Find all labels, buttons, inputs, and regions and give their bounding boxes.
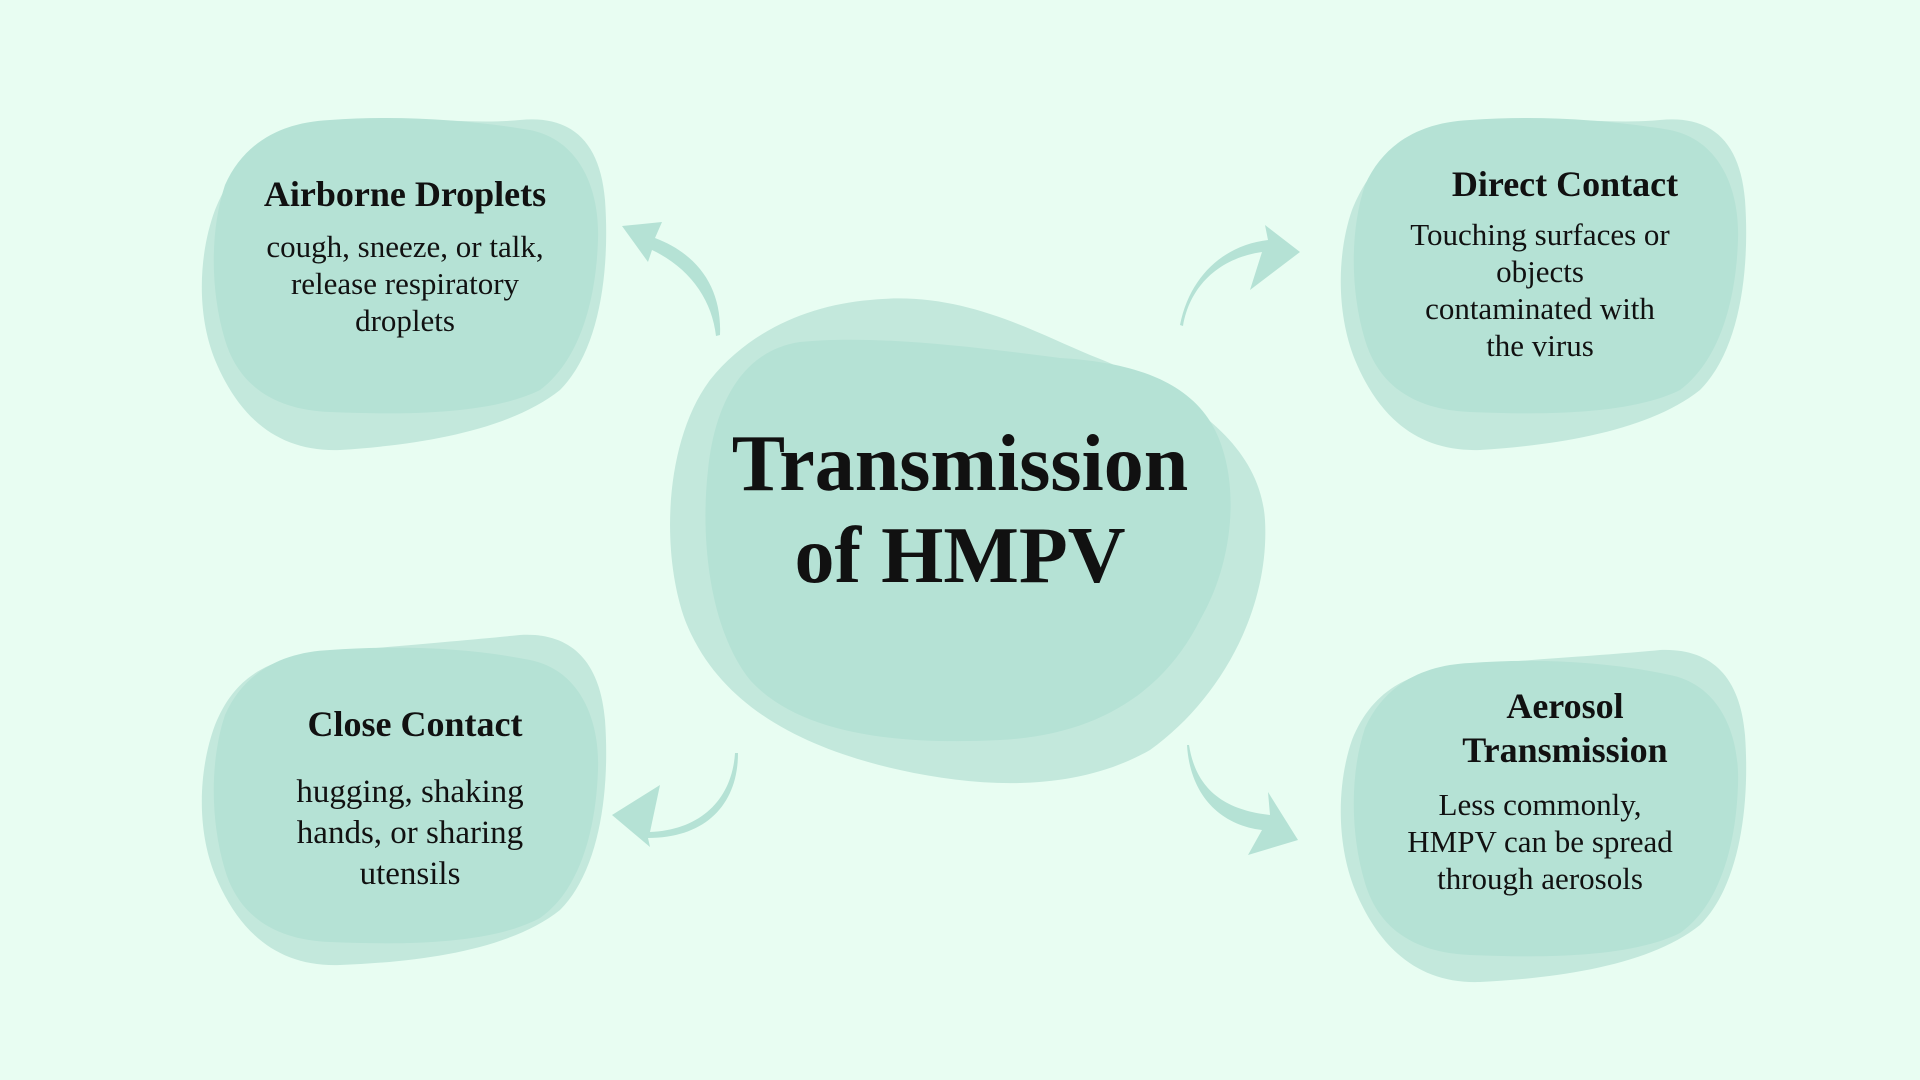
curved-arrow-up-left-icon bbox=[622, 222, 721, 336]
curved-arrow-down-right-icon bbox=[1187, 745, 1298, 855]
center-blob bbox=[670, 298, 1266, 784]
airborne-droplets-body-line: droplets bbox=[355, 303, 455, 338]
curved-arrow-up-right-icon bbox=[1180, 225, 1300, 326]
airborne-droplets-body: cough, sneeze, or talk, release respirat… bbox=[225, 228, 585, 339]
close-contact-title: Close Contact bbox=[307, 704, 523, 744]
aerosol-transmission-body-line: HMPV can be spread bbox=[1407, 824, 1673, 859]
airborne-droplets-body-line: cough, sneeze, or talk, bbox=[266, 229, 544, 264]
aerosol-transmission-title-line: Aerosol bbox=[1506, 686, 1624, 726]
airborne-droplets-body-line: release respiratory bbox=[290, 266, 520, 301]
aerosol-transmission-title-line: Transmission bbox=[1462, 730, 1668, 770]
close-contact-blob-inner bbox=[213, 647, 599, 944]
aerosol-transmission-body-line: Less commonly, bbox=[1438, 787, 1642, 822]
airborne-droplets-title: Airborne Droplets bbox=[263, 174, 547, 214]
close-contact-body-line: hands, or sharing bbox=[296, 815, 524, 851]
curved-arrow-down-left-icon bbox=[612, 753, 738, 847]
close-contact-body: hugging, shaking hands, or sharing utens… bbox=[230, 772, 590, 895]
close-contact-card: Close Contact hugging, shaking hands, or… bbox=[230, 702, 590, 895]
aerosol-transmission-title: Aerosol Transmission bbox=[1365, 684, 1715, 772]
direct-contact-blob-inner bbox=[1353, 118, 1739, 414]
center-title-line2: of HMPV bbox=[794, 512, 1126, 600]
close-contact-body-line: hugging, shaking bbox=[296, 774, 524, 810]
direct-contact-title: Direct Contact bbox=[1451, 164, 1679, 204]
center-title: Transmission of HMPV bbox=[690, 418, 1230, 602]
center-blob-inner bbox=[705, 339, 1231, 742]
direct-contact-body-line: contaminated with bbox=[1425, 291, 1655, 326]
airborne-droplets-card: Airborne Droplets cough, sneeze, or talk… bbox=[225, 172, 585, 339]
aerosol-transmission-body-line: through aerosols bbox=[1437, 861, 1643, 896]
direct-contact-body-line: objects bbox=[1496, 254, 1584, 289]
direct-contact-body-line: the virus bbox=[1486, 328, 1594, 363]
aerosol-transmission-blob bbox=[1340, 649, 1747, 983]
aerosol-transmission-card: Aerosol Transmission Less commonly, HMPV… bbox=[1365, 684, 1715, 897]
aerosol-transmission-body: Less commonly, HMPV can be spread throug… bbox=[1365, 786, 1715, 897]
aerosol-transmission-blob-inner bbox=[1353, 660, 1739, 957]
direct-contact-body: Touching surfaces or objects contaminate… bbox=[1365, 216, 1715, 364]
direct-contact-card: Direct Contact Touching surfaces or obje… bbox=[1365, 162, 1715, 364]
airborne-droplets-blob-inner bbox=[213, 118, 599, 414]
direct-contact-body-line: Touching surfaces or bbox=[1410, 217, 1670, 252]
close-contact-blob bbox=[201, 634, 607, 966]
airborne-droplets-blob bbox=[201, 118, 607, 451]
direct-contact-blob bbox=[1340, 118, 1747, 451]
center-title-line1: Transmission bbox=[731, 420, 1189, 508]
close-contact-body-line: utensils bbox=[359, 856, 461, 892]
